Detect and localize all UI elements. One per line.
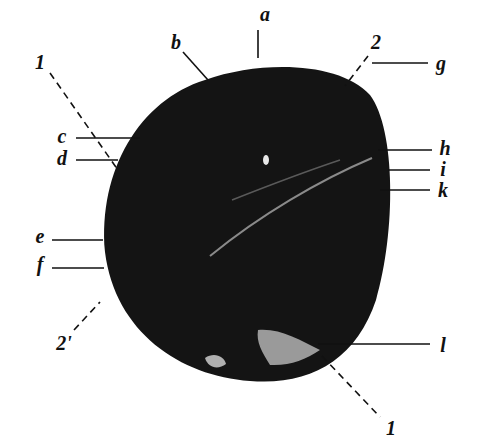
part-letter: k (438, 180, 448, 200)
part-letter: e (36, 226, 45, 246)
light-patch (258, 330, 320, 365)
part-letter: a (260, 4, 270, 24)
section-number: 1 (35, 52, 45, 72)
light-spot (263, 155, 269, 165)
leader-lines (52, 30, 432, 344)
part-letter: c (58, 126, 67, 146)
part-letter: i (440, 159, 446, 179)
part-letter: b (171, 32, 181, 52)
part-letter: d (57, 148, 67, 168)
section-number: 2' (56, 333, 72, 353)
part-letter: f (37, 254, 44, 274)
section-lines (50, 56, 380, 417)
part-letter: h (439, 138, 450, 158)
light-streak (232, 160, 340, 200)
light-patch (205, 355, 226, 367)
fruit-body (104, 67, 390, 381)
section-number: 1 (386, 418, 396, 438)
section-number: 2 (371, 32, 381, 52)
light-streak (210, 158, 372, 256)
part-letter: l (440, 335, 446, 355)
part-letter: g (436, 53, 446, 73)
